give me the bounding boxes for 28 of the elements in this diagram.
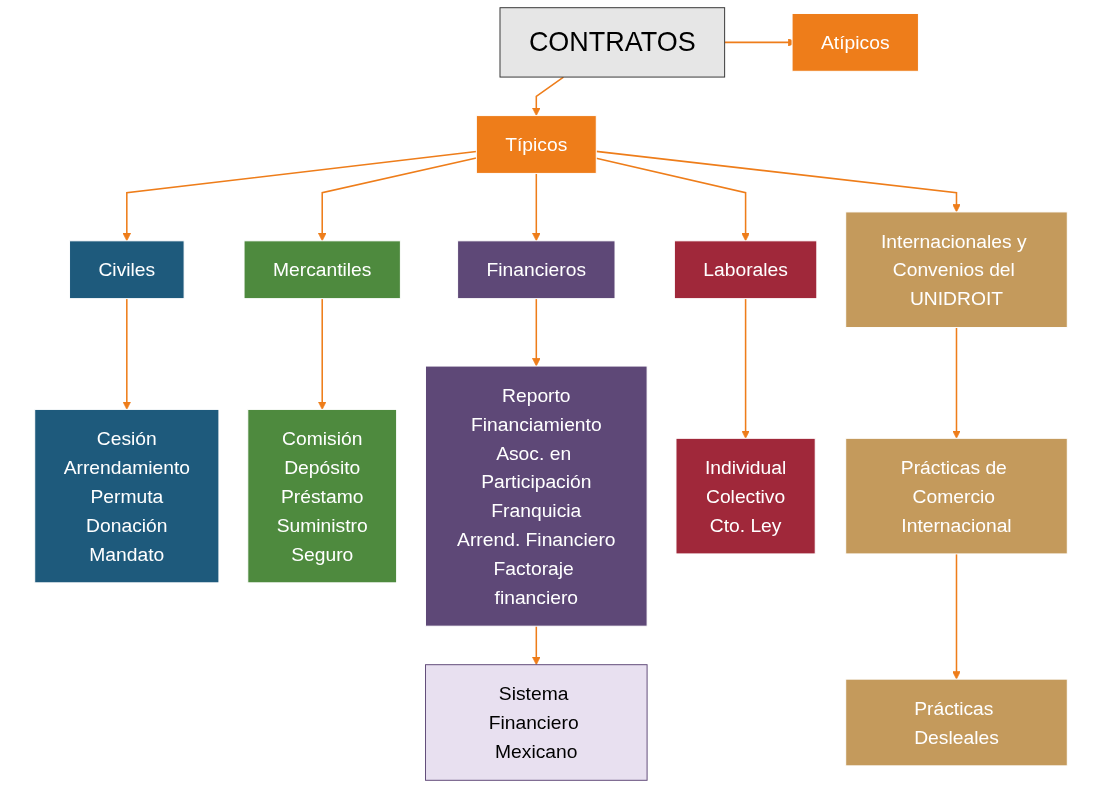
node-box: Típicos xyxy=(475,115,597,174)
arrow xyxy=(532,172,541,242)
node-box: Comisión Depósito Préstamo Suministro Seguro xyxy=(247,408,398,584)
arrow xyxy=(532,625,541,666)
node-box: Sistema Financiero Mexicano xyxy=(425,664,648,781)
node-box: Mercantiles xyxy=(243,240,401,300)
arrow xyxy=(532,297,541,367)
node-box: Financieros xyxy=(457,240,616,300)
node-box: Prácticas de Comercio Internacional xyxy=(845,437,1068,555)
node-box: Civiles xyxy=(69,240,185,300)
arrow xyxy=(122,297,132,410)
node-box: Prácticas Desleales xyxy=(845,678,1068,767)
node-box: Cesión Arrendamiento Permuta Donación Mandato xyxy=(34,408,220,584)
node-box: Atípicos xyxy=(791,13,919,72)
node-box: Internacionales y Convenios del UNIDROIT xyxy=(845,211,1068,328)
arrow xyxy=(952,326,961,439)
arrow xyxy=(952,553,961,680)
arrow xyxy=(741,297,750,439)
arrow xyxy=(532,76,565,116)
node-box: Individual Colectivo Cto. Ley xyxy=(675,437,816,555)
arrow xyxy=(122,150,478,242)
node-box: Reporto Financiamiento Asoc. en Participación Franquicia Arrend. Financiero Factoraje financiero xyxy=(425,365,648,627)
arrow xyxy=(595,150,961,213)
arrow xyxy=(318,297,327,410)
arrow xyxy=(595,157,750,242)
arrow xyxy=(318,157,478,242)
node-box: CONTRATOS xyxy=(499,7,726,78)
node-box: Laborales xyxy=(673,240,818,300)
